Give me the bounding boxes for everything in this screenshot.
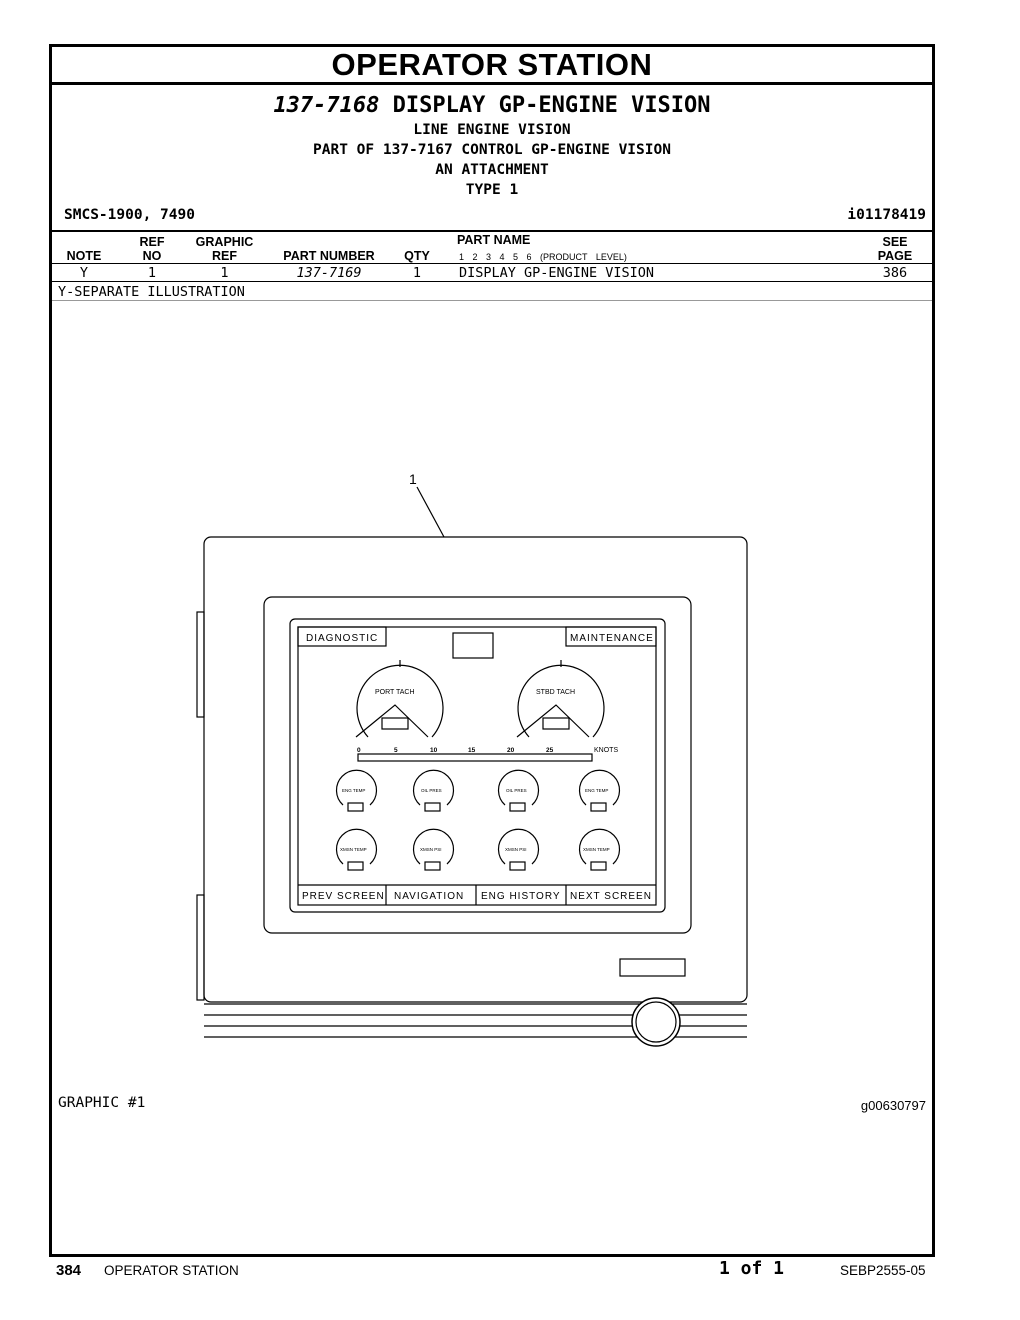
diagnostic-button: DIAGNOSTIC: [306, 633, 378, 644]
subtitle-line-2: PART OF 137-7167 CONTROL GP-ENGINE VISIO…: [313, 142, 671, 158]
small-gauge-row-2: [335, 828, 621, 871]
graphic-label: GRAPHIC #1: [58, 1095, 146, 1111]
port-tach-gauge: PORT TACH: [375, 689, 415, 696]
subtitle-line-4: TYPE 1: [465, 182, 519, 198]
product-levels: 1 2 3 4 5 6 (PRODUCT LEVEL): [459, 252, 627, 262]
col-part-number-header: PART NUMBER: [283, 249, 375, 263]
part-title: DISPLAY GP-ENGINE VISION: [392, 93, 711, 118]
display-illustration: 1 DIAGNOSTIC MAINTENANCE PORT TACH STBD …: [196, 471, 748, 1047]
col-ref-header: REF: [139, 235, 165, 249]
scale-tick-20: 20: [507, 747, 515, 754]
footer-section: OPERATOR STATION: [104, 1263, 239, 1278]
eng-history-button: ENG HISTORY: [481, 891, 561, 902]
gauge-oil-pres-right: OIL PRES: [506, 788, 527, 793]
row-graphic-ref: 1: [220, 265, 229, 281]
footer-document-id: SEBP2555-05: [840, 1263, 926, 1278]
gauge-eng-temp-right: ENG TEMP: [585, 788, 608, 793]
footer-page-count: 1 of 1: [719, 1258, 785, 1279]
row-rule: [52, 281, 932, 282]
graphic-id: g00630797: [860, 1098, 926, 1113]
knots-unit: KNOTS: [594, 747, 618, 754]
small-gauge-row-1: [335, 769, 621, 812]
subtitle-line-3: AN ATTACHMENT: [435, 162, 549, 178]
col-see-page-header: PAGE: [877, 249, 913, 263]
callout-leader: [416, 486, 445, 538]
scale-tick-0: 0: [357, 747, 361, 754]
row-ref-no: 1: [147, 265, 157, 281]
note-rule: [52, 300, 932, 301]
header-rule: [52, 263, 932, 264]
smcs-code: SMCS-1900, 7490: [64, 207, 195, 223]
housing-outline: [203, 536, 748, 1003]
col-see-header: SEE: [882, 235, 908, 249]
gauge-xmsn-temp-left: XMSN TEMP: [340, 847, 367, 852]
row-note: Y: [79, 265, 89, 281]
row-see-page: 386: [882, 265, 908, 281]
document-ident: i01178419: [847, 207, 926, 223]
prev-screen-button: PREV SCREEN: [302, 891, 385, 902]
scale-tick-25: 25: [546, 747, 554, 754]
part-number-title: 137-7168: [273, 93, 380, 118]
col-graphic-ref-header: REF: [212, 249, 237, 263]
callout-number: 1: [409, 471, 417, 487]
bezel-outline: [263, 596, 692, 934]
gauge-eng-temp-left: ENG TEMP: [342, 788, 365, 793]
col-graphic-header: GRAPHIC: [195, 235, 254, 249]
stbd-tach-gauge: STBD TACH: [536, 689, 575, 696]
gauge-xmsn-psi-right: XMSN PSI: [505, 847, 527, 852]
navigation-button: NAVIGATION: [394, 891, 464, 902]
page-frame: OPERATOR STATION 137-7168 DISPLAY GP-ENG…: [49, 44, 935, 1257]
footer-page-number: 384: [56, 1262, 82, 1279]
subtitle-line-1: LINE ENGINE VISION: [413, 122, 571, 138]
gauge-oil-pres-left: OIL PRES: [421, 788, 442, 793]
row-part-number: 137-7169: [296, 265, 362, 281]
scale-tick-10: 10: [430, 747, 438, 754]
col-part-name-header: PART NAME: [457, 233, 531, 247]
maintenance-button: MAINTENANCE: [570, 633, 654, 644]
table-note: Y-SEPARATE ILLUSTRATION: [58, 284, 245, 300]
col-ref-no-header: NO: [142, 249, 162, 263]
section-title: OPERATOR STATION: [52, 47, 932, 85]
scale-tick-5: 5: [394, 747, 398, 754]
row-part-name: DISPLAY GP-ENGINE VISION: [459, 265, 655, 281]
col-note-header: NOTE: [66, 249, 102, 263]
next-screen-button: NEXT SCREEN: [570, 891, 652, 902]
gauge-xmsn-psi-left: XMSN PSI: [420, 847, 442, 852]
table-top-rule: [52, 230, 932, 232]
part-title-line: 137-7168 DISPLAY GP-ENGINE VISION: [52, 93, 932, 118]
gauge-xmsn-temp-right: XMSN TEMP: [583, 847, 610, 852]
row-qty: 1: [412, 265, 422, 281]
col-qty-header: QTY: [404, 249, 430, 263]
scale-tick-15: 15: [468, 747, 476, 754]
